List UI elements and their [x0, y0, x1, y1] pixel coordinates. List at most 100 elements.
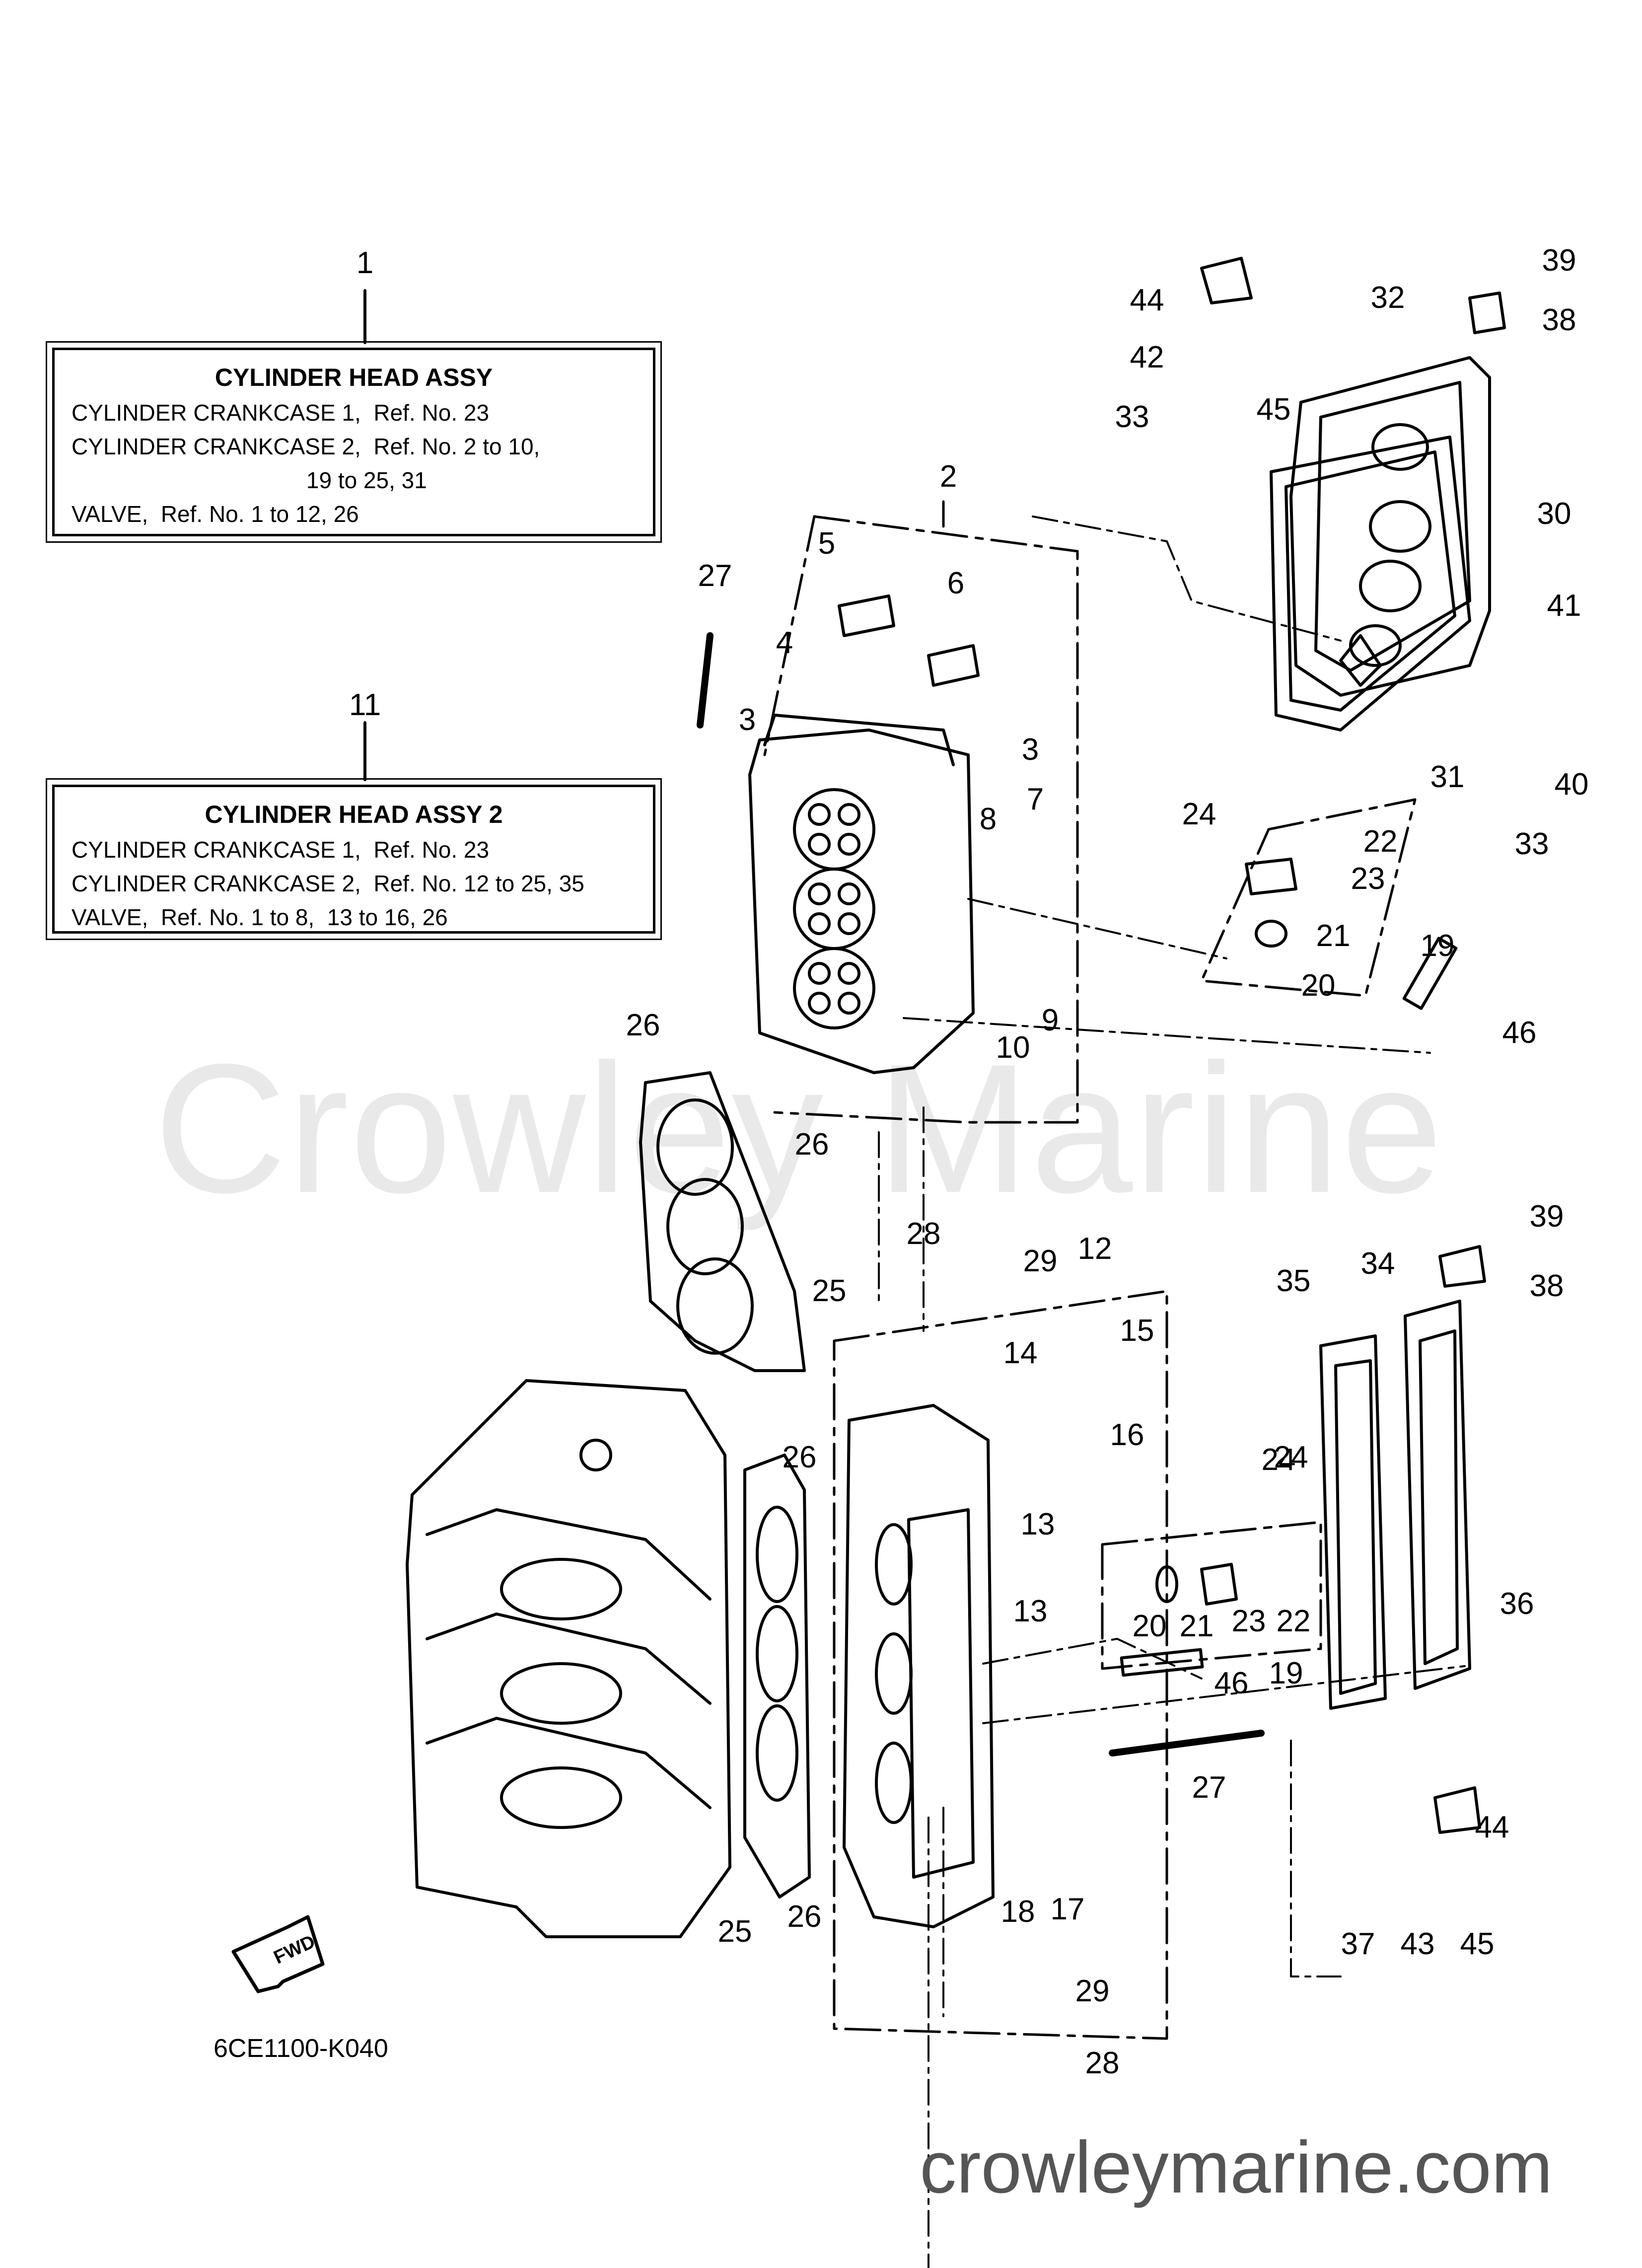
cylinder-head-lower	[843, 1404, 995, 1928]
callout[interactable]: 38	[1542, 303, 1576, 337]
callout[interactable]: 7	[1026, 782, 1044, 816]
kit-box-cylinder-head-assy-2: CYLINDER HEAD ASSY 2 CYLINDER CRANKCASE …	[46, 778, 662, 940]
callout[interactable]: 28	[906, 1217, 941, 1251]
callout[interactable]: 15	[1120, 1314, 1154, 1348]
callout[interactable]: 30	[1537, 497, 1571, 531]
callout[interactable]: 26	[794, 1127, 829, 1162]
callout[interactable]: 20	[1301, 968, 1336, 1003]
callout[interactable]: 20	[1132, 1609, 1167, 1643]
callout[interactable]: 39	[1542, 243, 1576, 278]
callout[interactable]: 4	[776, 626, 793, 660]
callout[interactable]: 22	[1276, 1604, 1311, 1638]
callout[interactable]: 24	[1274, 1440, 1308, 1474]
callout[interactable]: 35	[1276, 1264, 1311, 1298]
callout[interactable]: 12	[1077, 1232, 1112, 1266]
callout[interactable]: 46	[1502, 1016, 1537, 1050]
callout[interactable]: 25	[717, 1914, 752, 1949]
callout[interactable]: 27	[1192, 1770, 1226, 1805]
rocker-cover-35	[1319, 1334, 1387, 1710]
footer-url[interactable]: crowleymarine.com	[920, 2126, 1553, 2208]
sensor-46-lower	[1120, 1648, 1204, 1677]
callout[interactable]: 36	[1499, 1587, 1534, 1621]
callout[interactable]: 37	[1341, 1927, 1375, 1961]
callout[interactable]: 26	[787, 1900, 822, 1934]
callout[interactable]: 8	[979, 802, 997, 836]
callout[interactable]: 31	[1430, 760, 1465, 794]
callout[interactable]: 18	[1000, 1895, 1035, 1929]
bolt-27-lower	[1109, 1730, 1265, 1756]
callout[interactable]: 6	[947, 566, 965, 600]
callout[interactable]: 24	[1182, 797, 1216, 831]
kit-box-line: CYLINDER CRANKCASE 1, Ref. No. 23	[71, 837, 490, 863]
callout[interactable]: 23	[1351, 862, 1385, 896]
callout[interactable]: 11	[349, 688, 381, 722]
callout[interactable]: 26	[782, 1440, 817, 1474]
boundary-assy-19-upper	[1200, 798, 1417, 997]
callout[interactable]: 1	[356, 246, 374, 280]
callout[interactable]: 29	[1023, 1244, 1058, 1278]
callout[interactable]: 32	[1370, 281, 1405, 315]
fwd-arrow	[231, 1915, 325, 1993]
diagram-code: 6CE1100-K040	[214, 2034, 388, 2063]
callout[interactable]: 33	[1115, 400, 1149, 434]
boundary-assy-12	[833, 1290, 1168, 2040]
callout[interactable]: 9	[1041, 1003, 1059, 1037]
callout[interactable]: 25	[812, 1274, 847, 1308]
kit-box-title: CYLINDER HEAD ASSY	[214, 364, 493, 391]
callout[interactable]: 34	[1360, 1246, 1395, 1281]
callout[interactable]: 16	[1110, 1418, 1144, 1452]
kit-box-title: CYLINDER HEAD ASSY 2	[205, 801, 503, 828]
callout[interactable]: 42	[1130, 340, 1164, 374]
boundary-assy-2	[773, 515, 1079, 1124]
cap-5	[838, 594, 895, 637]
callout[interactable]: 13	[1020, 1507, 1055, 1541]
oring-21-lower	[1155, 1565, 1178, 1603]
callout[interactable]: 46	[1214, 1666, 1249, 1700]
callout[interactable]: 10	[996, 1030, 1030, 1065]
callout[interactable]: 45	[1460, 1927, 1495, 1961]
callout[interactable]: 45	[1256, 392, 1291, 427]
callout[interactable]: 40	[1554, 767, 1589, 802]
callout[interactable]: 21	[1316, 919, 1351, 953]
callout[interactable]: 5	[818, 526, 836, 561]
callout[interactable]: 19	[1420, 929, 1455, 963]
callout[interactable]: 2	[939, 459, 957, 494]
callout[interactable]: 41	[1547, 588, 1581, 623]
callout[interactable]: 22	[1363, 824, 1398, 859]
callout[interactable]: 29	[1075, 1974, 1110, 2008]
sensor-46-upper	[1402, 937, 1458, 1010]
callout[interactable]: 33	[1514, 827, 1549, 861]
callout[interactable]: 44	[1475, 1810, 1509, 1844]
kit-box-line: CYLINDER CRANKCASE 2, Ref. No. 2 to 10,	[71, 434, 540, 460]
callout[interactable]: 3	[738, 703, 756, 737]
watermark: Crowley Marine	[154, 1026, 1444, 1231]
callout[interactable]: 21	[1179, 1609, 1214, 1643]
gasket-31	[1270, 436, 1471, 732]
callout[interactable]: 27	[698, 559, 732, 593]
cap-6	[927, 644, 980, 687]
kit-box-line: VALVE, Ref. No. 1 to 12, 26	[71, 501, 359, 527]
bracket-38-lower	[1438, 1245, 1486, 1288]
callout[interactable]: 23	[1231, 1604, 1266, 1638]
callout[interactable]: 14	[1003, 1336, 1038, 1370]
callout[interactable]: 43	[1400, 1927, 1435, 1961]
cover-23-upper	[1245, 858, 1297, 895]
oring-21-upper	[1255, 920, 1287, 948]
callout[interactable]: 24	[1261, 1443, 1296, 1477]
head-gasket-lower	[743, 1454, 811, 1899]
callout[interactable]: 28	[1085, 2046, 1120, 2080]
callout[interactable]: 38	[1529, 1269, 1564, 1303]
callout[interactable]: 39	[1529, 1199, 1564, 1234]
callout[interactable]: 3	[1021, 732, 1039, 767]
bolt-27-upper	[697, 632, 714, 729]
callout[interactable]: 44	[1130, 283, 1164, 317]
boundary-assy-19-lower	[1101, 1521, 1322, 1670]
callout[interactable]: 19	[1269, 1656, 1303, 1690]
callout[interactable]: 26	[626, 1008, 660, 1042]
cover-44-lower	[1433, 1786, 1481, 1834]
callout[interactable]: 17	[1050, 1892, 1085, 1926]
kit-box-line: CYLINDER CRANKCASE 1, Ref. No. 23	[71, 400, 490, 426]
callout[interactable]: 13	[1013, 1594, 1048, 1628]
